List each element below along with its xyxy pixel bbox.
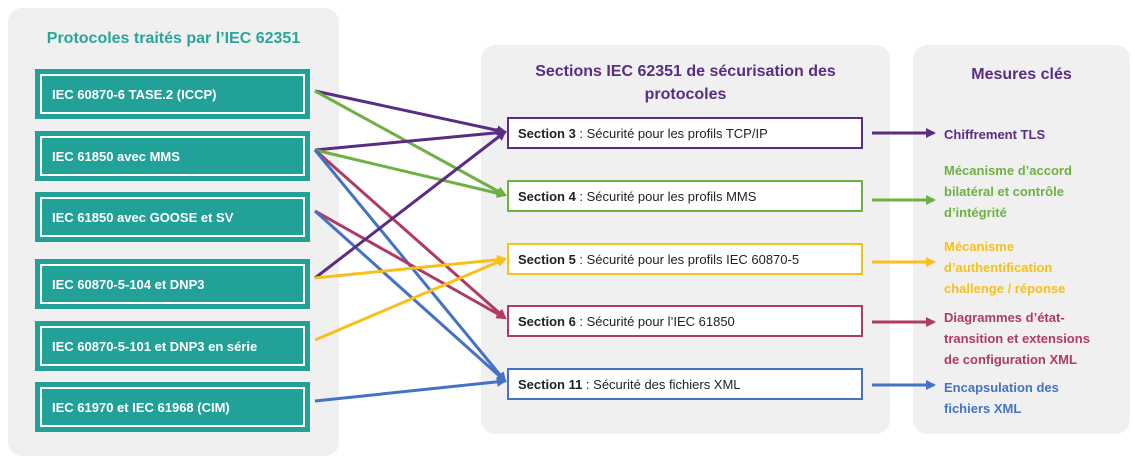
measure-line: transition et extensions <box>944 331 1090 346</box>
measure-line: Diagrammes d’état- <box>944 310 1065 325</box>
protocol-label: IEC 60870-5-101 et DNP3 en série <box>40 326 305 366</box>
connection-arrow <box>314 89 507 197</box>
connection-arrow <box>314 257 507 342</box>
measure-text: Mécanisme d’accord bilatéral et contrôle d… <box>944 160 1124 223</box>
protocol-box: IEC 61850 avec GOOSE et SV <box>35 192 310 242</box>
measures-panel <box>913 45 1130 434</box>
section-description: : Sécurité pour les profils IEC 60870-5 <box>575 251 800 267</box>
section-number: Section 6 <box>518 313 576 329</box>
measure-text: Encapsulation des fichiers XML <box>944 377 1124 419</box>
connection-arrow <box>314 376 507 403</box>
protocol-label: IEC 61850 avec GOOSE et SV <box>40 197 305 237</box>
measure-line: Encapsulation des <box>944 380 1059 395</box>
section-box: Section 4 : Sécurité pour les profils MM… <box>507 180 863 212</box>
measure-line: Chiffrement TLS <box>944 127 1046 142</box>
measure-line: challenge / réponse <box>944 281 1066 296</box>
connection-arrow <box>313 209 507 383</box>
measures-title: Mesures clés <box>971 66 1072 83</box>
connection-arrow <box>314 89 507 136</box>
protocol-box: IEC 60870-6 TASE.2 (ICCP) <box>35 69 310 119</box>
section-description: : Sécurité pour les profils MMS <box>575 188 757 204</box>
measure-line: bilatéral et contrôle <box>944 184 1064 199</box>
protocol-label: IEC 61970 et IEC 61968 (CIM) <box>40 387 305 427</box>
section-description: : Sécurité des fichiers XML <box>582 376 741 392</box>
measure-text: Chiffrement TLS <box>944 124 1124 145</box>
measure-line: d’intégrité <box>944 205 1007 220</box>
protocol-box: IEC 60870-5-104 et DNP3 <box>35 259 310 309</box>
section-box: Section 3 : Sécurité pour les profils TC… <box>507 117 863 149</box>
protocol-box: IEC 61850 avec MMS <box>35 131 310 181</box>
protocols-title: Protocoles traités par l’IEC 62351 <box>46 30 301 47</box>
section-number: Section 3 <box>518 125 576 141</box>
protocol-label: IEC 60870-5-104 et DNP3 <box>40 264 305 304</box>
measure-line: Mécanisme <box>944 239 1015 254</box>
protocol-box: IEC 60870-5-101 et DNP3 en série <box>35 321 310 371</box>
sections-title-line1: Sections IEC 62351 de sécurisation des <box>535 63 836 80</box>
measure-line: Mécanisme d’accord <box>944 163 1072 178</box>
section-number: Section 11 <box>518 376 583 392</box>
connection-arrow <box>314 127 507 152</box>
section-box: Section 6 : Sécurité pour l’IEC 61850 <box>507 305 863 337</box>
connection-arrow <box>314 130 507 280</box>
section-description: : Sécurité pour l’IEC 61850 <box>575 313 735 329</box>
connection-arrow <box>314 209 507 320</box>
connection-arrow <box>314 148 507 199</box>
protocol-label: IEC 61850 avec MMS <box>40 136 305 176</box>
connection-arrow <box>314 254 507 280</box>
connection-arrow <box>314 148 507 320</box>
measure-line: fichiers XML <box>944 401 1022 416</box>
connection-arrow <box>313 149 507 383</box>
measure-line: de configuration XML <box>944 352 1077 367</box>
section-number: Section 5 <box>518 251 576 267</box>
measure-text: Mécanisme d’authentification challenge / r… <box>944 236 1124 299</box>
protocol-box: IEC 61970 et IEC 61968 (CIM) <box>35 382 310 432</box>
sections-title-line2: protocoles <box>644 86 727 103</box>
section-box: Section 11 : Sécurité des fichiers XML <box>507 368 863 400</box>
protocol-label: IEC 60870-6 TASE.2 (ICCP) <box>40 74 305 114</box>
section-description: : Sécurité pour les profils TCP/IP <box>575 125 768 141</box>
section-number: Section 4 <box>518 188 576 204</box>
section-box: Section 5 : Sécurité pour les profils IE… <box>507 243 863 275</box>
measure-text: Diagrammes d’état-transition et extensio… <box>944 307 1124 370</box>
sections-title: Sections IEC 62351 de sécurisation des p… <box>481 60 890 106</box>
measure-line: d’authentification <box>944 260 1053 275</box>
